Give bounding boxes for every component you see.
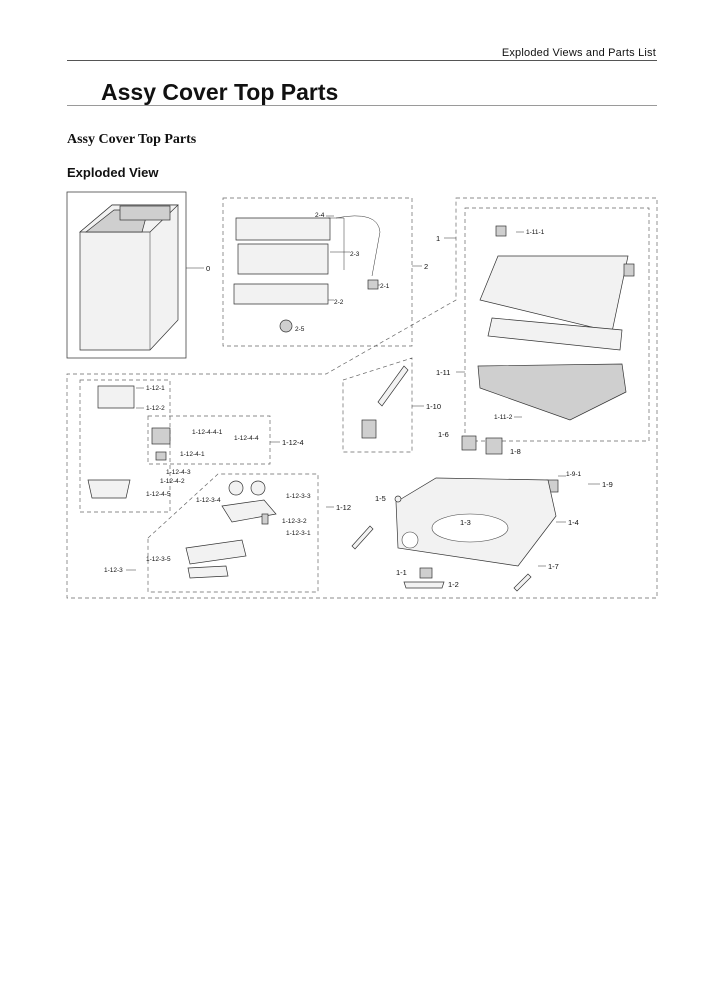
part-1-12-4-1 (155, 451, 167, 461)
title-rule (67, 105, 657, 106)
callout-1-10: 1-10 (426, 402, 441, 411)
part-1-4-top-frame (395, 477, 557, 567)
group-1-12-3-box (147, 473, 319, 593)
callout-1-8: 1-8 (510, 447, 521, 456)
callout-2-5: 2-5 (295, 326, 305, 333)
callout-1-12-4-3: 1-12-4-3 (166, 469, 191, 476)
part-1-2-bracket (403, 581, 445, 589)
sub-title: Exploded View (67, 165, 159, 180)
part-1-10-hose (377, 365, 409, 407)
callout-1-12-3: 1-12-3 (104, 567, 123, 574)
part-1-11-1-hinge (495, 225, 507, 237)
part-1-6-valve (461, 435, 477, 451)
callout-1-12-1: 1-12-1 (146, 385, 165, 392)
part-1-12-3-2 (261, 513, 269, 525)
part-1-12-4-5 (87, 479, 131, 499)
part-2-4-wire (335, 215, 381, 277)
group-1-12-4-box (147, 415, 271, 465)
callout-1-12-3-3: 1-12-3-3 (286, 493, 311, 500)
callout-1-4: 1-4 (568, 518, 579, 527)
part-1-12-3-5 (185, 539, 247, 565)
group-1-12-box (79, 379, 171, 513)
group-1-outline (66, 197, 658, 599)
part-1-7-wire (513, 573, 532, 592)
part-2-1-connector (367, 279, 379, 290)
callout-1-12-4-2: 1-12-4-2 (160, 478, 185, 485)
header-title: Exploded Views and Parts List (501, 47, 656, 59)
callout-2-3: 2-3 (350, 251, 360, 258)
callout-1-12-2: 1-12-2 (146, 405, 165, 412)
valve-part (361, 419, 377, 439)
callout-2: 2 (424, 262, 428, 271)
callout-1-12-4-4: 1-12-4-4 (234, 435, 259, 442)
callout-2-2: 2-2 (334, 299, 344, 306)
callout-1: 1 (436, 234, 440, 243)
page-title: Assy Cover Top Parts (101, 79, 339, 105)
callout-2-4: 2-4 (315, 212, 325, 219)
callout-1-12: 1-12 (336, 503, 351, 512)
callout-1-11-1: 1-11-1 (526, 229, 545, 236)
callout-1-12-4-5: 1-12-4-5 (146, 491, 171, 498)
washer-assembly-box (66, 191, 187, 359)
hinge-right (623, 263, 635, 277)
header-rule (67, 60, 657, 61)
callout-1-12-3-1: 1-12-3-1 (286, 530, 311, 537)
callout-1-11: 1-11 (436, 368, 450, 377)
section-title: Assy Cover Top Parts (67, 132, 197, 147)
callout-1-12-3-5: 1-12-3-5 (146, 556, 171, 563)
part-1-12-1 (97, 385, 135, 409)
callout-1-12-4: 1-12-4 (282, 438, 304, 447)
callout-1-12-4-4-1: 1-12-4-4-1 (192, 429, 223, 436)
callout-1-12-4-1: 1-12-4-1 (180, 451, 205, 458)
callout-2-1: 2-1 (380, 283, 390, 290)
part-1-1-lock (419, 567, 433, 579)
callout-1-12-3-4: 1-12-3-4 (196, 497, 221, 504)
callout-1-12-3-2: 1-12-3-2 (282, 518, 307, 525)
knob-right (250, 480, 266, 496)
part-1-12-4-4 (151, 427, 171, 445)
callout-1-11-2: 1-11-2 (494, 414, 513, 421)
part-1-5-cap (394, 495, 402, 503)
part-1-12-3-4 (221, 499, 277, 523)
wire-part (351, 525, 374, 550)
knob-left (228, 480, 244, 496)
callout-1-5: 1-5 (375, 494, 386, 503)
part-1-8-valve (485, 437, 503, 455)
callout-1-7: 1-7 (548, 562, 559, 571)
callout-1-6: 1-6 (438, 430, 449, 439)
part-2-2-frame (233, 283, 329, 305)
callout-1-9: 1-9 (602, 480, 613, 489)
callout-1-3: 1-3 (460, 518, 471, 527)
group-2-box (222, 197, 413, 347)
callout-1-1: 1-1 (396, 568, 407, 577)
group-1-10-box (342, 357, 413, 453)
callout-1-2: 1-2 (448, 580, 459, 589)
panel-part (187, 565, 229, 579)
part-2-5-knob (279, 319, 293, 333)
callout-1-9-1: 1-9-1 (566, 471, 582, 478)
part-1-11-lid (477, 255, 629, 421)
callout-0: 0 (206, 264, 210, 273)
part-2-3-panel (235, 217, 331, 275)
group-1-11-box (464, 207, 650, 442)
